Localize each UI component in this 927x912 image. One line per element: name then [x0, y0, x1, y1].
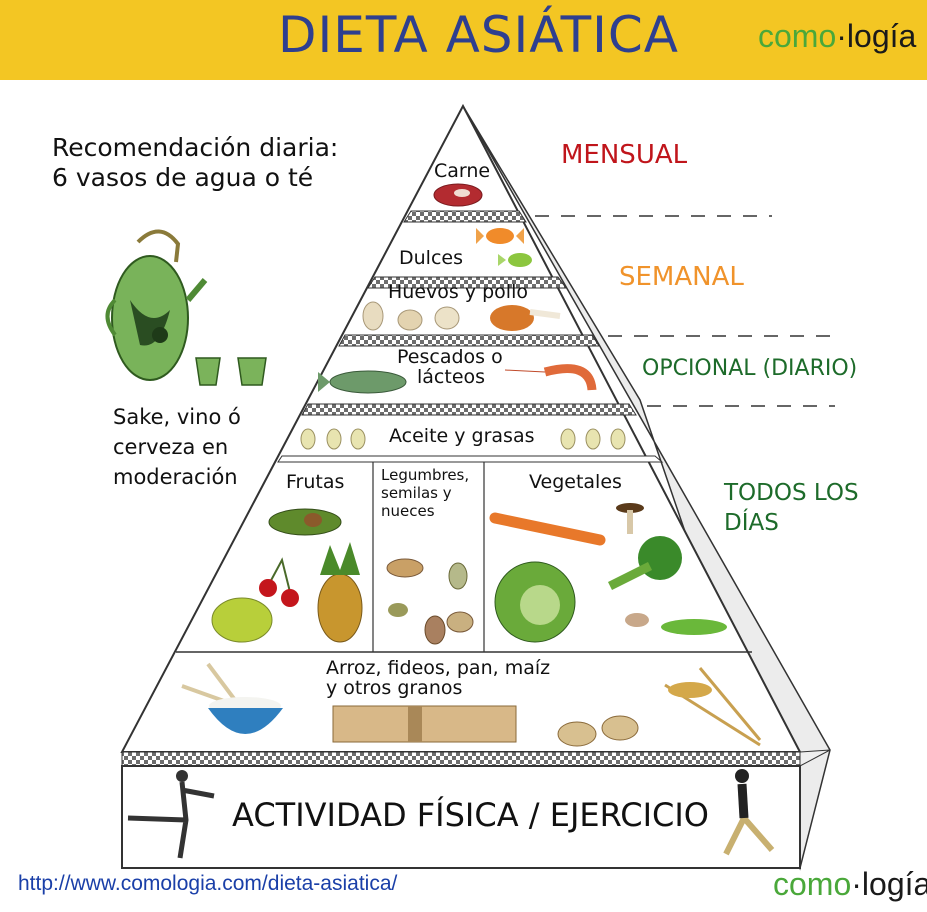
peas-icon: [661, 619, 727, 635]
cabbage-icon: [494, 561, 576, 643]
pineapple-icon: [317, 542, 363, 643]
avocado-icon: [268, 508, 342, 536]
frequency-every-day: TODOS LOS DÍAS: [724, 480, 859, 536]
dancer-figure-icon: [127, 770, 215, 859]
oil-drops-icon: [300, 428, 626, 450]
chicken-leg-icon: [490, 305, 561, 331]
broccoli-icon: [607, 536, 682, 591]
daily-recommendation: Recomendación diaria: 6 vasos de agua o …: [52, 133, 339, 192]
frequency-monthly: MENSUAL: [561, 140, 688, 170]
brand-logo: como·logía: [758, 18, 917, 54]
band-1: [403, 210, 527, 223]
tier-label-oils: Aceite y grasas: [389, 425, 535, 447]
band-5: [277, 455, 664, 463]
noodles-icon: [332, 705, 517, 743]
meat-icon: [433, 183, 483, 207]
candy-icon: [476, 228, 532, 267]
tier-label-fruits: Frutas: [286, 471, 345, 493]
header-bar: [0, 0, 927, 80]
tier-label-meat: Carne: [434, 160, 491, 182]
teapot-icon: [105, 229, 208, 381]
base-label-physical-activity: ACTIVIDAD FÍSICA / EJERCICIO: [232, 796, 709, 834]
eggs-icon: [362, 301, 460, 331]
alcohol-note: Sake, vino ó cerveza en moderación: [113, 405, 241, 489]
cherries-icon: [259, 557, 299, 607]
tier-label-grains: Arroz, fideos, pan, maíz y otros granos: [326, 657, 551, 699]
dumplings-icon: [557, 715, 639, 747]
tier-label-vegetables: Vegetales: [529, 471, 622, 493]
shrimp-icon: [504, 364, 597, 391]
band-3: [338, 334, 600, 347]
tea-cup-icon: [195, 357, 221, 386]
wheat-icon: [664, 667, 762, 747]
tier-label-eggs-poultry: Huevos y pollo: [388, 281, 528, 303]
page-title: DIETA ASIÁTICA: [278, 6, 680, 64]
tier-label-legumes: Legumbres, semilas y nueces: [381, 466, 470, 520]
carrot-icon: [489, 512, 606, 546]
base-slab: [121, 765, 801, 869]
band-4: [301, 403, 637, 416]
walking-man-figure-icon: [723, 769, 775, 856]
band-2: [367, 276, 567, 289]
footer-url-link[interactable]: http://www.comologia.com/dieta-asiatica/: [18, 872, 398, 895]
tea-cup-icon: [237, 357, 267, 386]
tier-label-fish-dairy: Pescados o lácteos: [397, 346, 503, 388]
fish-icon: [318, 370, 407, 394]
tier-label-sweets: Dulces: [399, 247, 463, 269]
frequency-weekly: SEMANAL: [619, 262, 744, 292]
pear-icon: [211, 597, 273, 643]
mushroom-icon: [616, 503, 649, 627]
rice-bowl-icon: [181, 662, 283, 734]
frequency-optional: OPCIONAL (DIARIO): [642, 356, 858, 381]
brand-logo-footer: como·logía: [773, 866, 927, 902]
legumes-icon: [386, 558, 474, 645]
base-band: [121, 751, 801, 767]
